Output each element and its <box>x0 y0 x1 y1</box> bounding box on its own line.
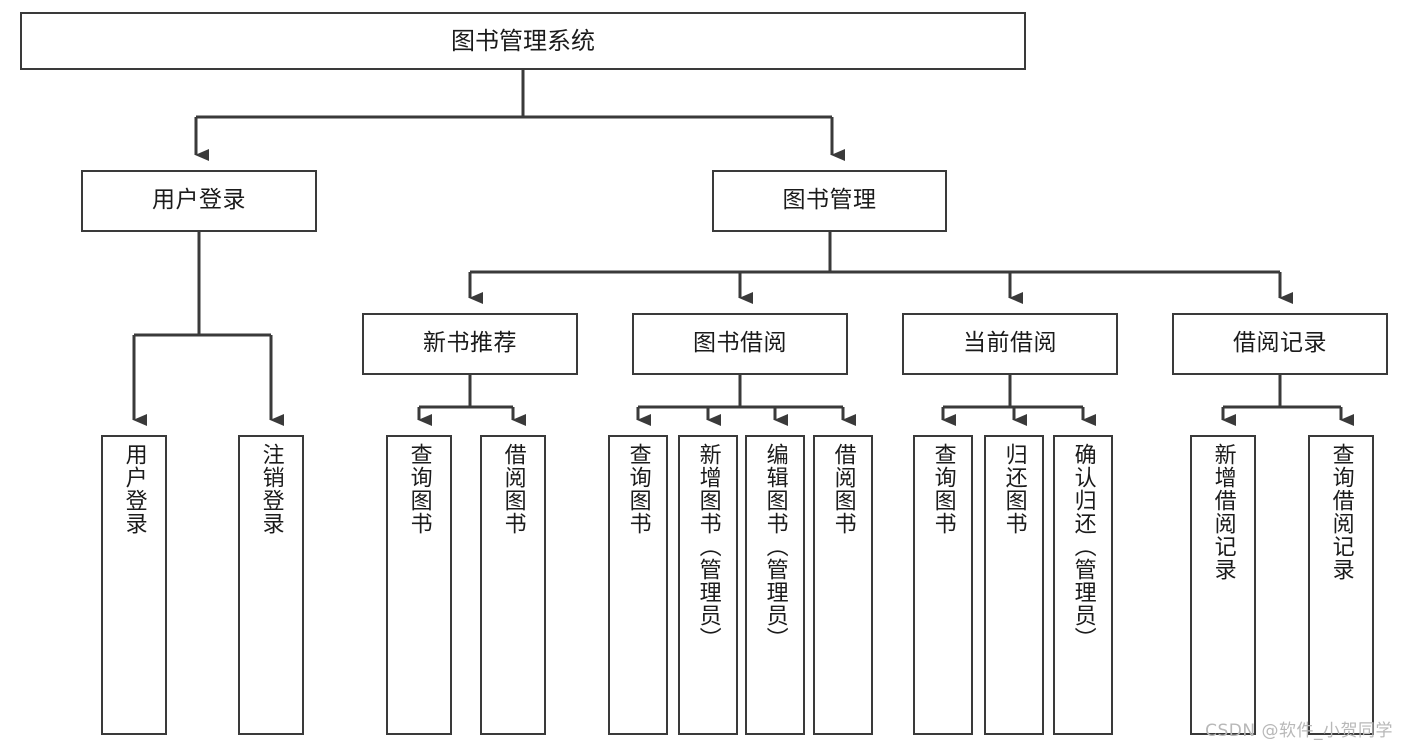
leaf-borrow-book-recommend[interactable]: 借阅图书 <box>480 435 546 735</box>
leaf-label: 查询借阅记录 <box>1328 443 1354 581</box>
leaf-label: 查询图书 <box>406 443 432 535</box>
node-label: 新书推荐 <box>423 330 517 357</box>
leaf-logout[interactable]: 注销登录 <box>238 435 304 735</box>
leaf-label: 查询图书 <box>930 443 956 535</box>
leaf-label: 新增借阅记录 <box>1210 443 1236 581</box>
node-user-login[interactable]: 用户登录 <box>81 170 317 232</box>
leaf-confirm-return-admin[interactable]: 确认归还（管理员） <box>1053 435 1113 735</box>
leaf-label: 归还图书 <box>1001 443 1027 535</box>
leaf-return-book[interactable]: 归还图书 <box>984 435 1044 735</box>
node-label: 图书管理系统 <box>451 26 595 55</box>
node-label: 当前借阅 <box>963 330 1057 357</box>
watermark: CSDN @软件_小贺同学 <box>1205 721 1393 741</box>
leaf-query-borrow-record[interactable]: 查询借阅记录 <box>1308 435 1374 735</box>
leaf-label: 用户登录 <box>121 443 147 535</box>
leaf-user-login[interactable]: 用户登录 <box>101 435 167 735</box>
leaf-edit-book-admin[interactable]: 编辑图书（管理员） <box>745 435 805 735</box>
leaf-label: 查询图书 <box>625 443 651 535</box>
leaf-borrow-book[interactable]: 借阅图书 <box>813 435 873 735</box>
leaf-label: 借阅图书 <box>830 443 856 535</box>
leaf-query-book-recommend[interactable]: 查询图书 <box>386 435 452 735</box>
leaf-add-borrow-record[interactable]: 新增借阅记录 <box>1190 435 1256 735</box>
leaf-label: 新增图书（管理员） <box>695 443 721 650</box>
leaf-label: 注销登录 <box>258 443 284 535</box>
node-current-borrow[interactable]: 当前借阅 <box>902 313 1118 375</box>
leaf-query-book-current[interactable]: 查询图书 <box>913 435 973 735</box>
node-label: 图书借阅 <box>693 330 787 357</box>
node-new-book-recommend[interactable]: 新书推荐 <box>362 313 578 375</box>
node-book-borrow[interactable]: 图书借阅 <box>632 313 848 375</box>
leaf-label: 编辑图书（管理员） <box>762 443 788 650</box>
leaf-add-book-admin[interactable]: 新增图书（管理员） <box>678 435 738 735</box>
node-label: 图书管理 <box>782 187 877 214</box>
leaf-label: 确认归还（管理员） <box>1070 443 1096 650</box>
node-book-management[interactable]: 图书管理 <box>712 170 947 232</box>
node-label: 借阅记录 <box>1233 330 1327 357</box>
node-borrow-record[interactable]: 借阅记录 <box>1172 313 1388 375</box>
leaf-query-book-borrow[interactable]: 查询图书 <box>608 435 668 735</box>
node-root[interactable]: 图书管理系统 <box>20 12 1026 70</box>
leaf-label: 借阅图书 <box>500 443 526 535</box>
node-label: 用户登录 <box>152 187 246 214</box>
